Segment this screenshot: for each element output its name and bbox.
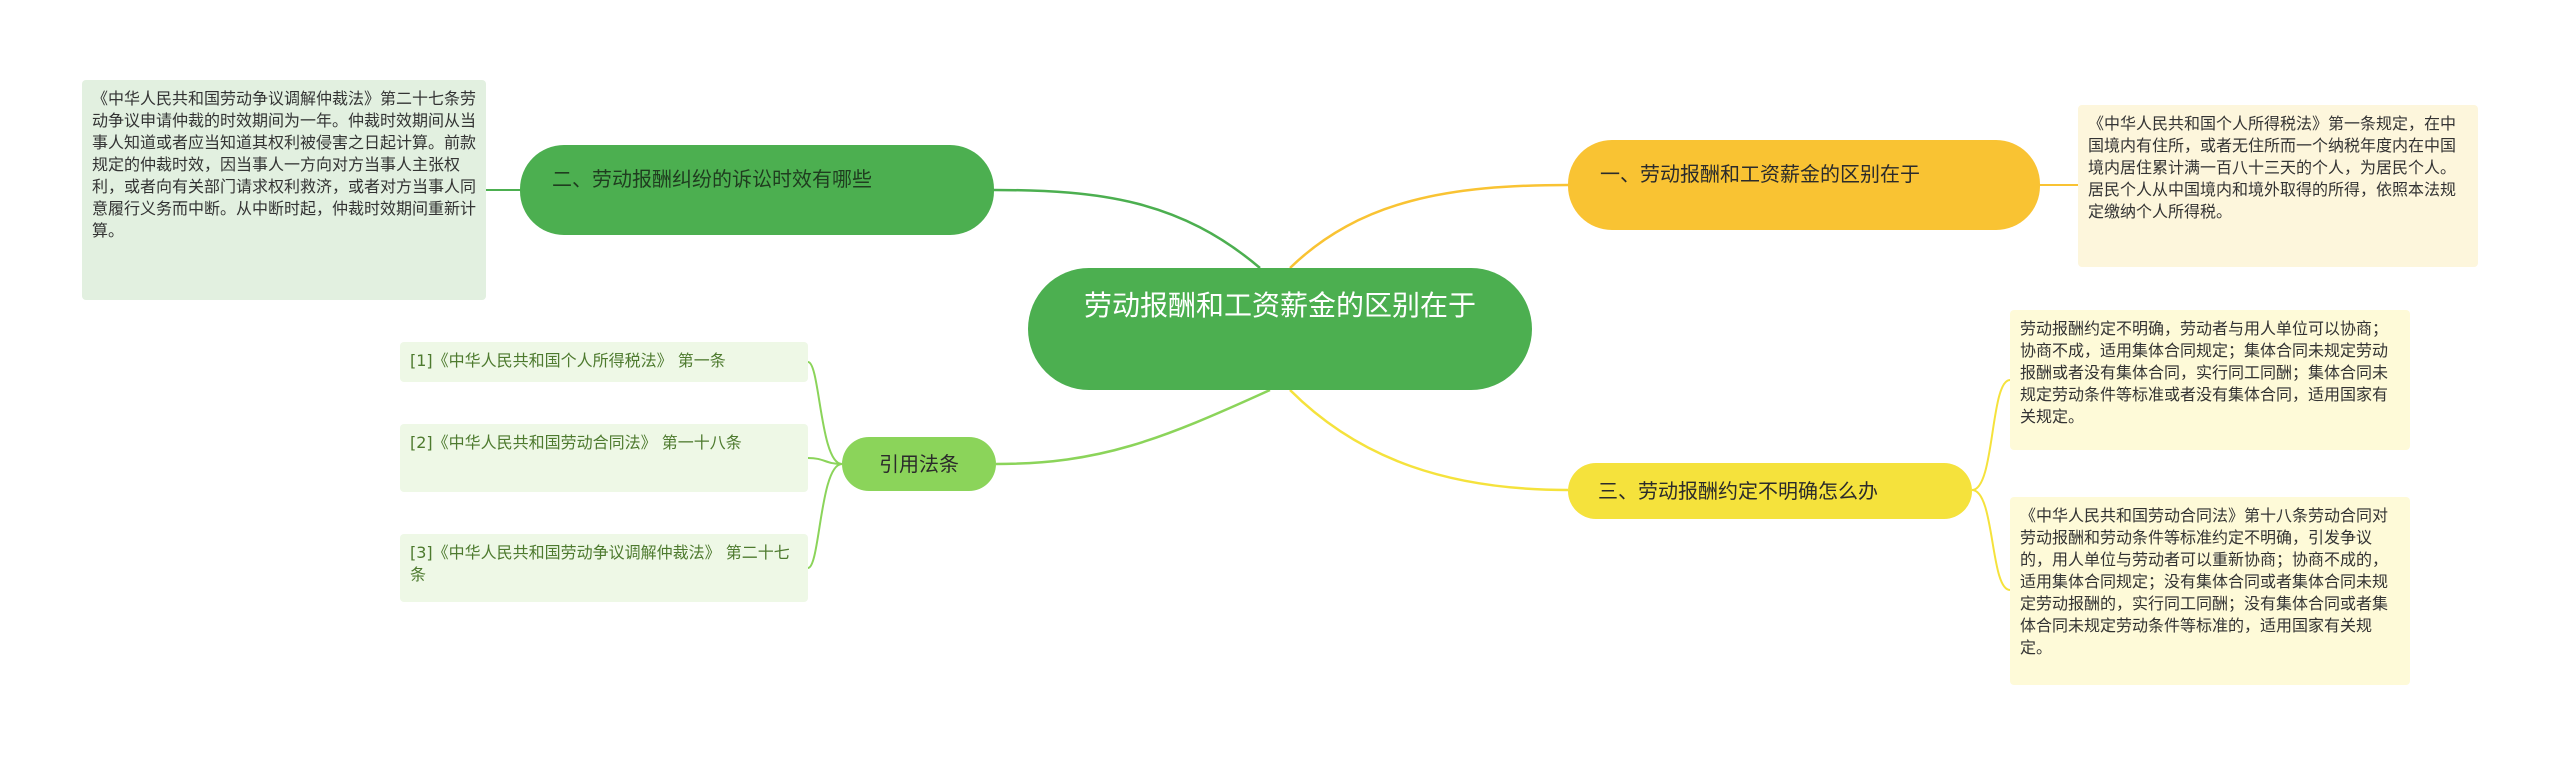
branch-difference[interactable]: 一、劳动报酬和工资薪金的区别在于: [1568, 140, 2040, 230]
detail-labor-contract-law-18: 《中华人民共和国劳动合同法》第十八条劳动合同对劳动报酬和劳动条件等标准约定不明确…: [2010, 497, 2410, 685]
branch-litigation-limitation[interactable]: 二、劳动报酬纠纷的诉讼时效有哪些: [520, 145, 994, 235]
link-citation-1: [807, 361, 843, 465]
link-central-right-bottom: [1289, 389, 1569, 492]
citation-item-1: [1]《中华人民共和国个人所得税法》 第一条: [400, 342, 808, 382]
citation-item-3: [3]《中华人民共和国劳动争议调解仲裁法》 第二十七条: [400, 534, 808, 602]
citation-item-2: [2]《中华人民共和国劳动合同法》 第一十八条: [400, 424, 808, 492]
detail-income-tax-law: 《中华人民共和国个人所得税法》第一条规定，在中国境内有住所，或者无住所而一个纳税…: [2078, 105, 2478, 267]
link-right-bottom-detail-2: [1971, 489, 2011, 591]
link-citation-2: [807, 457, 843, 465]
link-central-right-top: [1289, 183, 1569, 269]
link-central-citations: [995, 388, 1271, 466]
branch-unclear-remuneration[interactable]: 三、劳动报酬约定不明确怎么办: [1568, 463, 1972, 519]
link-central-left-top: [993, 188, 1261, 269]
central-topic[interactable]: 劳动报酬和工资薪金的区别在于: [1028, 268, 1532, 390]
detail-unclear-remuneration-1: 劳动报酬约定不明确，劳动者与用人单位可以协商；协商不成，适用集体合同规定；集体合…: [2010, 310, 2410, 450]
detail-arbitration-limitation: 《中华人民共和国劳动争议调解仲裁法》第二十七条劳动争议申请仲裁的时效期间为一年。…: [82, 80, 486, 300]
link-right-bottom-detail-1: [1971, 379, 2011, 491]
link-citation-3: [807, 463, 843, 569]
branch-cited-laws[interactable]: 引用法条: [842, 437, 996, 491]
